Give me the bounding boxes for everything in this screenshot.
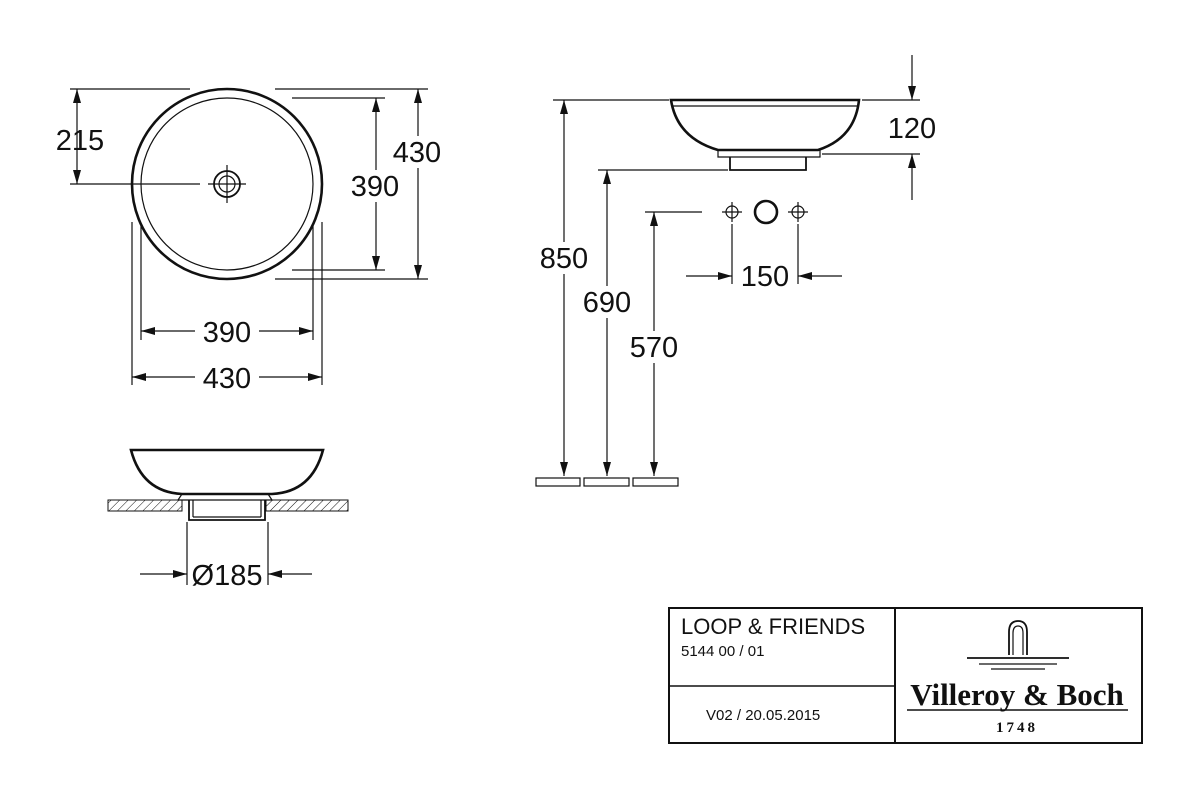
brand-year: 1748	[996, 720, 1038, 736]
brand-logo: Villeroy & Boch 1748	[907, 620, 1128, 736]
dim-570: 570	[624, 211, 702, 476]
dim-850: 850	[534, 99, 669, 476]
title-block-frame	[668, 607, 1143, 744]
dim-label-390-vertical: 390	[351, 171, 399, 203]
dim-185: Ø185	[140, 522, 312, 592]
elevation-drain	[729, 157, 807, 171]
side-view: Ø185	[107, 448, 349, 592]
dim-430-horizontal: 430	[131, 222, 323, 395]
floor-mark-2	[583, 477, 630, 487]
elevation-basin	[669, 98, 861, 152]
article-number: 5144 00 / 01	[681, 643, 764, 660]
title-block: LOOP & FRIENDS 5144 00 / 01 V02 / 20.05.…	[668, 607, 1143, 744]
dim-430-vertical: 430	[275, 88, 444, 280]
countertop-left	[107, 499, 183, 512]
dim-label-390-horizontal: 390	[203, 317, 251, 349]
dim-215: 215	[56, 88, 200, 185]
basin-foot	[188, 500, 266, 521]
floor-mark-1	[535, 477, 581, 487]
dim-label-690: 690	[583, 287, 631, 319]
version-date: V02 / 20.05.2015	[706, 707, 820, 724]
dim-label-120: 120	[888, 113, 936, 145]
dim-150: 150	[686, 261, 842, 293]
dim-label-185: Ø185	[192, 560, 263, 592]
faucet-icon	[967, 620, 1069, 670]
countertop-right	[265, 499, 349, 512]
drain-symbol	[208, 165, 246, 203]
dim-690: 690	[577, 169, 728, 476]
elevation-view: 150 120 850 690	[534, 55, 936, 487]
floor-mark-3	[632, 477, 679, 487]
dim-label-215: 215	[56, 125, 104, 157]
brand-name: Villeroy & Boch	[910, 677, 1124, 712]
dim-120: 120	[822, 55, 936, 200]
basin-profile	[129, 448, 325, 496]
product-name: LOOP & FRIENDS	[681, 614, 865, 639]
dim-label-150: 150	[741, 261, 789, 293]
tap-holes	[722, 199, 808, 284]
top-view: 215 390 430	[56, 87, 444, 395]
dim-label-570: 570	[630, 332, 678, 364]
dim-390-vertical: 390	[292, 97, 407, 271]
dim-label-850: 850	[540, 243, 588, 275]
dim-label-430-horizontal: 430	[203, 363, 251, 395]
dim-390-horizontal: 390	[140, 226, 314, 349]
tap-hole-center	[753, 199, 779, 225]
dim-label-430-vertical: 430	[393, 137, 441, 169]
